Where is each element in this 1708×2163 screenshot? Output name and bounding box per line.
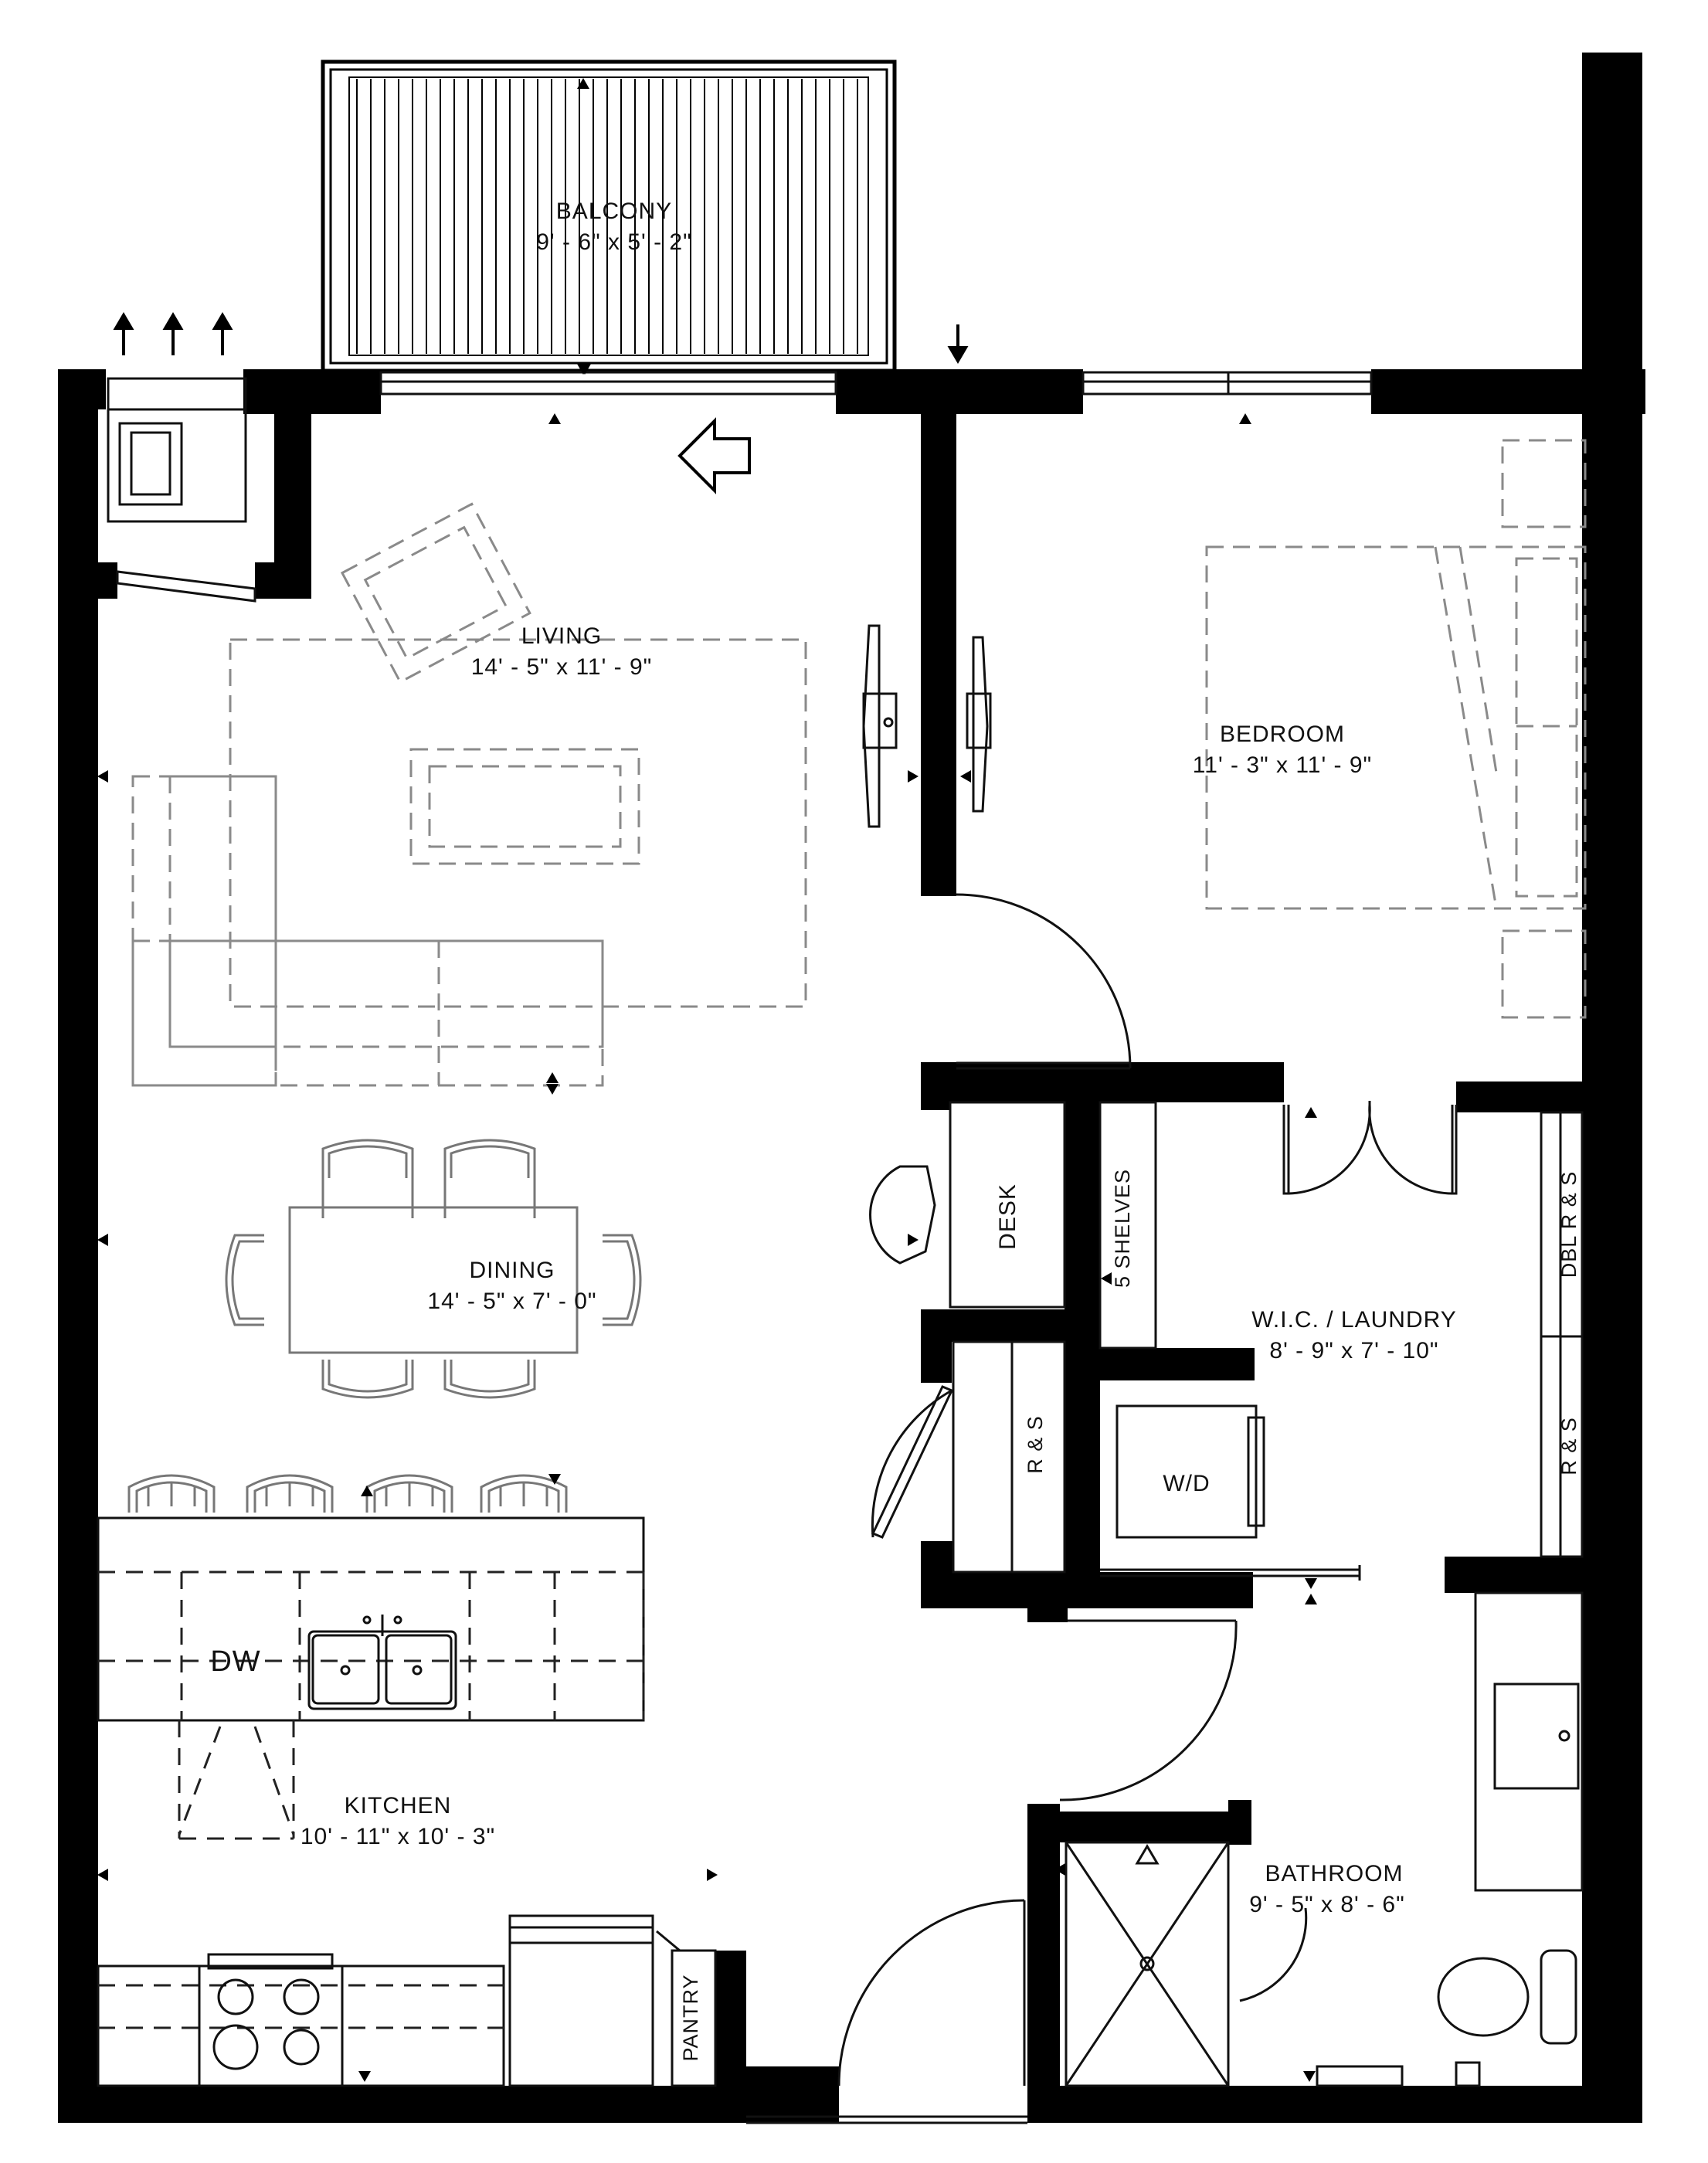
kitchen-dims: 10' - 11" x 10' - 3": [301, 1824, 495, 1849]
bedroom-dims: 11' - 3" x 11' - 9": [1193, 752, 1372, 778]
living-dims: 14' - 5" x 11' - 9": [471, 654, 653, 680]
stool-icon: [246, 1474, 334, 1513]
washer-dryer-label: W/D: [1163, 1471, 1210, 1496]
bedroom-label: BEDROOM: [1220, 722, 1345, 747]
tv-wall-icon: [862, 624, 992, 828]
bathroom-fixtures: [1065, 1591, 1584, 2087]
rs-wic-label: R & S: [1557, 1417, 1581, 1475]
chair-icon: [443, 1360, 536, 1399]
dishwasher-label: DW: [210, 1645, 260, 1678]
bathroom-dims: 9' - 5" x 8' - 6": [1249, 1892, 1404, 1917]
exterior-arrows-icon: [113, 312, 969, 364]
desk-label: DESK: [995, 1183, 1020, 1250]
balcony-area: [321, 59, 897, 373]
windows: [379, 371, 1373, 396]
bathroom-label: BATHROOM: [1265, 1861, 1403, 1886]
chair-icon: [321, 1360, 414, 1399]
walls: [58, 53, 1645, 2123]
wic-fixtures: [869, 1101, 1584, 1574]
dining-dims: 14' - 5" x 7' - 0": [427, 1289, 596, 1314]
stool-icon: [127, 1474, 216, 1513]
door-swings: [746, 893, 1458, 2124]
wic-laundry-dims: 8' - 9" x 7' - 10": [1269, 1338, 1438, 1363]
chair-icon: [443, 1139, 536, 1218]
entry-arrow-icon: [677, 417, 751, 494]
chair-icon: [603, 1234, 642, 1326]
rs-closet-label: R & S: [1024, 1415, 1047, 1474]
chair-icon: [321, 1139, 414, 1218]
wic-laundry-label: W.I.C. / LAUNDRY: [1251, 1307, 1457, 1333]
balcony-dims: 9' - 6" x 5' - 2": [536, 229, 691, 255]
dining-label: DINING: [470, 1258, 555, 1283]
kitchen-island: [97, 1474, 645, 1840]
dbl-rs-label: DBL R & S: [1557, 1171, 1581, 1278]
living-furniture: [131, 502, 807, 1087]
pantry-label: PANTRY: [679, 1974, 702, 2061]
dimension-markers: [97, 78, 1599, 2082]
bedroom-furniture: [1205, 439, 1587, 1019]
shelves-label: 5 SHELVES: [1111, 1169, 1134, 1288]
chair-icon: [225, 1234, 264, 1326]
fireplace-icon: [107, 377, 256, 603]
balcony-label: BALCONY: [556, 199, 672, 224]
stool-icon: [365, 1474, 453, 1513]
dining-furniture: [225, 1139, 642, 1399]
room-labels: BALCONY 9' - 6" x 5' - 2" LIVING 14' - 5…: [301, 199, 1457, 1917]
kitchen-counter: [97, 1914, 717, 2087]
fixture-labels: DESK 5 SHELVES DBL R & S R & S R & S W/D…: [210, 1169, 1581, 2062]
living-label: LIVING: [521, 623, 602, 649]
kitchen-label: KITCHEN: [345, 1793, 452, 1818]
stool-icon: [480, 1474, 568, 1513]
